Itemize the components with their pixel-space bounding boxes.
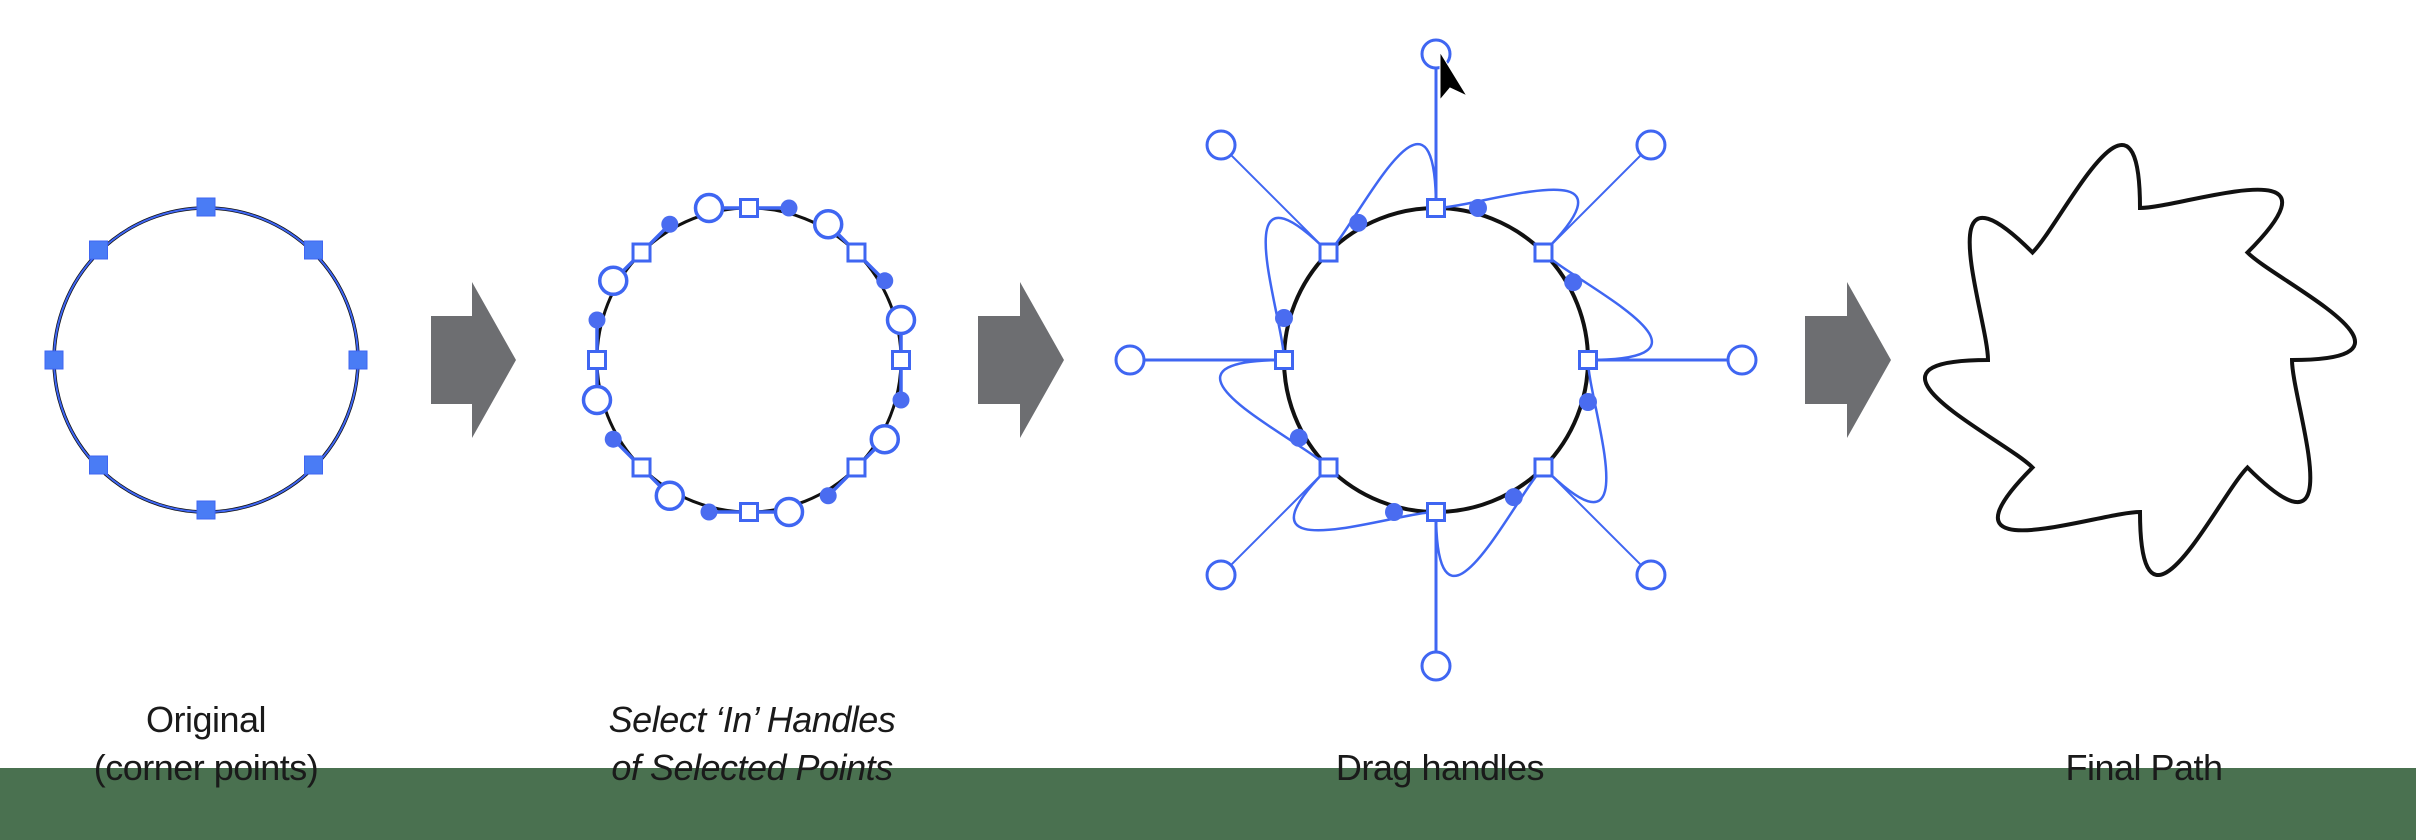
selected-in-handle-circle-icon[interactable]: [812, 208, 844, 240]
anchor-point-hollow-square-icon[interactable]: [739, 198, 759, 218]
panel-drag-handles: [1114, 38, 1758, 682]
panel-select-in-handles: [581, 192, 917, 528]
anchor-point-hollow-square-icon[interactable]: [846, 457, 867, 478]
anchor-point-filled-square-icon[interactable]: [44, 350, 64, 370]
anchor-points: [1274, 198, 1598, 522]
unselected-handle-dot-icon[interactable]: [1289, 428, 1308, 447]
caption-line: of Selected Points: [611, 747, 893, 788]
dragged-handle-circle-icon[interactable]: [1114, 344, 1146, 376]
anchor-point-filled-square-icon[interactable]: [89, 455, 108, 475]
mouse-cursor-icon: [1439, 50, 1469, 102]
selected-in-handle-circle-icon[interactable]: [597, 265, 629, 297]
caption-line: Select ‘In’ Handles: [608, 699, 896, 740]
caption-line: (corner points): [93, 747, 319, 788]
selected-in-handle-circle-icon[interactable]: [693, 192, 725, 224]
unselected-handle-dot-icon[interactable]: [588, 311, 606, 329]
anchor-point-hollow-square-icon[interactable]: [1533, 457, 1554, 478]
dragged-handles: [1114, 38, 1758, 682]
anchor-point-filled-square-icon[interactable]: [348, 350, 368, 370]
unselected-handle-dot-icon[interactable]: [780, 199, 798, 217]
anchor-point-filled-square-icon[interactable]: [304, 240, 323, 260]
unselected-handle-dot-icon[interactable]: [876, 272, 894, 290]
anchor-point-filled-square-icon[interactable]: [196, 197, 216, 217]
unselected-handle-dot-icon[interactable]: [1579, 393, 1597, 411]
panel-original: [44, 197, 368, 520]
unselected-handle-dot-icon[interactable]: [1349, 213, 1368, 232]
unselected-handle-dot-icon[interactable]: [1469, 199, 1487, 217]
unselected-handle-dot-icon[interactable]: [1564, 273, 1583, 292]
anchor-point-hollow-square-icon[interactable]: [1318, 457, 1339, 478]
anchor-point-hollow-square-icon[interactable]: [1318, 242, 1339, 263]
dragged-handle-circle-icon[interactable]: [1726, 344, 1758, 376]
anchor-point-filled-square-icon[interactable]: [196, 500, 216, 520]
right-arrow-icon: [978, 282, 1064, 438]
caption-line: Drag handles: [1335, 747, 1545, 788]
anchor-point-filled-square-icon[interactable]: [304, 455, 323, 475]
unselected-handles: [1275, 199, 1597, 521]
anchor-point-hollow-square-icon[interactable]: [891, 350, 911, 370]
anchor-point-hollow-square-icon[interactable]: [1533, 242, 1554, 263]
unselected-handles: [588, 199, 910, 521]
selected-in-handle-circle-icon[interactable]: [885, 304, 917, 336]
corner-points: [44, 197, 368, 520]
unselected-handle-dot-icon[interactable]: [1275, 309, 1293, 327]
anchor-point-hollow-square-icon[interactable]: [631, 457, 652, 478]
caption-select-in-handles: Select ‘In’ Handles of Selected Points: [542, 696, 962, 792]
caption-original: Original (corner points): [0, 696, 416, 792]
bottom-band: [0, 768, 2416, 840]
anchor-points: [587, 198, 911, 522]
final-star-path[interactable]: [1923, 143, 2357, 577]
dragged-handle-circle-icon[interactable]: [1420, 650, 1452, 682]
dragged-handle-circle-icon[interactable]: [1635, 559, 1667, 591]
caption-line: [1230, 696, 1650, 744]
caption-final-path: Final Path: [1934, 696, 2354, 792]
unselected-handle-dot-icon[interactable]: [700, 503, 718, 521]
unselected-handle-dot-icon[interactable]: [661, 215, 679, 233]
anchor-point-hollow-square-icon[interactable]: [739, 502, 759, 522]
selected-in-handle-circle-icon[interactable]: [869, 423, 901, 455]
caption-line: Final Path: [2065, 747, 2223, 788]
dragged-handle-circle-icon[interactable]: [1635, 129, 1667, 161]
caption-line: [1934, 696, 2354, 744]
right-arrow-icon: [431, 282, 516, 438]
anchor-point-hollow-square-icon[interactable]: [1426, 502, 1446, 522]
unselected-handle-dot-icon[interactable]: [892, 391, 910, 409]
caption-line: Original: [145, 699, 267, 740]
selected-in-handles: [581, 192, 917, 528]
unselected-handle-dot-icon[interactable]: [819, 487, 837, 505]
selected-in-handle-circle-icon[interactable]: [581, 384, 613, 416]
panel-final-path: [1923, 143, 2357, 577]
dragged-handle-circle-icon[interactable]: [1205, 129, 1237, 161]
caption-drag-handles: Drag handles: [1230, 696, 1650, 792]
anchor-point-filled-square-icon[interactable]: [89, 240, 108, 260]
selected-in-handle-circle-icon[interactable]: [654, 480, 686, 512]
anchor-point-hollow-square-icon[interactable]: [587, 350, 607, 370]
dragged-handle-circle-icon[interactable]: [1205, 559, 1237, 591]
anchor-point-hollow-square-icon[interactable]: [846, 242, 867, 263]
unselected-handle-dot-icon[interactable]: [1385, 503, 1403, 521]
right-arrow-icon: [1805, 282, 1891, 438]
selected-in-handle-circle-icon[interactable]: [773, 496, 805, 528]
anchor-point-hollow-square-icon[interactable]: [1426, 198, 1446, 218]
unselected-handle-dot-icon[interactable]: [604, 430, 622, 448]
anchor-point-hollow-square-icon[interactable]: [1274, 350, 1294, 370]
anchor-point-hollow-square-icon[interactable]: [631, 242, 652, 263]
anchor-point-hollow-square-icon[interactable]: [1578, 350, 1598, 370]
unselected-handle-dot-icon[interactable]: [1504, 488, 1523, 507]
